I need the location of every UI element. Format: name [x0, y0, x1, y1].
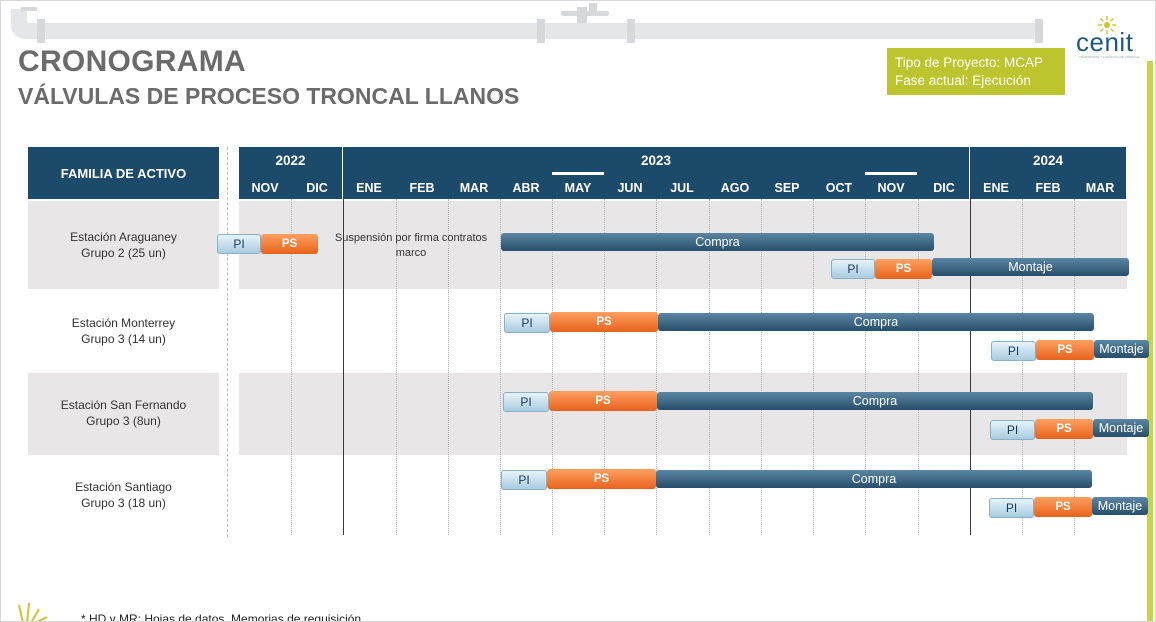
- compra-bar: Compra: [656, 470, 1092, 488]
- grid-line: [448, 199, 449, 535]
- year-2022: 2022: [275, 153, 306, 168]
- sun-icon: [1098, 16, 1116, 34]
- header-block-2024: [970, 147, 1126, 199]
- row-group: Grupo 3 (18 un): [81, 496, 166, 510]
- pi-bar: PI: [990, 420, 1035, 440]
- grid-line: [1074, 199, 1075, 535]
- compra-bar: Compra: [658, 313, 1094, 331]
- montaje-bar: Montaje: [1093, 419, 1149, 437]
- ps-bar: PS: [549, 391, 657, 411]
- month-sep-2023: SEP: [774, 181, 800, 195]
- row-group: Grupo 3 (8un): [86, 414, 161, 428]
- row-station: Estación Araguaney: [70, 230, 177, 244]
- pipe-decoration: [11, 3, 1043, 43]
- month-ene-2023: ENE: [356, 181, 382, 195]
- row-label-san-fernando: Estación San Fernando Grupo 3 (8un): [28, 397, 219, 429]
- pi-bar: PI: [217, 234, 261, 254]
- year-2024: 2024: [1032, 153, 1064, 168]
- montaje-bar: Montaje: [1092, 497, 1148, 515]
- month-ago-2023: AGO: [720, 181, 750, 195]
- ps-bar: PS: [1035, 419, 1093, 439]
- year-2023: 2023: [640, 153, 672, 168]
- accent-strip: [1147, 61, 1153, 621]
- footer-note: * HD y MR: Hojas de datos, Memorias de r…: [81, 612, 362, 622]
- ps-bar: PS: [1036, 340, 1094, 360]
- page-title: CRONOGRAMA: [18, 45, 246, 78]
- grid-line: [552, 199, 553, 535]
- month-feb-2024: FEB: [1035, 181, 1061, 195]
- row-station: Estación Santiago: [75, 480, 172, 494]
- montaje-bar: Montaje: [1094, 340, 1149, 358]
- project-type: Tipo de Proyecto: MCAP: [895, 55, 1044, 70]
- project-phase: Fase actual: Ejecución: [895, 73, 1031, 88]
- row-station: Estación Monterrey: [71, 316, 176, 330]
- grid-line: [500, 199, 501, 535]
- month-jun-2023: JUN: [617, 181, 643, 195]
- ps-bar: PS: [875, 259, 932, 279]
- compra-bar: Compra: [501, 233, 934, 251]
- grid-line: [761, 199, 762, 535]
- row-background: [28, 373, 1127, 455]
- grid-line: [865, 199, 866, 535]
- suspension-line: marco: [395, 247, 427, 259]
- company-logo: cenit: [1076, 27, 1134, 57]
- month-mar-2023: MAR: [459, 181, 489, 195]
- month-nov-2023: NOV: [877, 181, 905, 195]
- suspension-note: Suspensión por firma contratos marco: [331, 231, 491, 261]
- ps-bar: PS: [550, 312, 658, 332]
- pi-bar: PI: [991, 341, 1036, 361]
- suspension-line: Suspensión por firma contratos: [334, 232, 488, 244]
- pi-bar: PI: [503, 392, 549, 412]
- grid-line: [813, 199, 814, 535]
- current-month-marker: [552, 172, 604, 175]
- month-ene-2024: ENE: [983, 181, 1009, 195]
- timeline-gap: [219, 147, 239, 537]
- month-abr-2023: ABR: [512, 181, 540, 195]
- ps-bar: PS: [1034, 497, 1092, 517]
- header-block-2022: [239, 147, 342, 199]
- page-subtitle: VÁLVULAS DE PROCESO TRONCAL LLANOS: [18, 83, 520, 109]
- grid-line: [343, 199, 344, 535]
- month-dic-2022: DIC: [306, 181, 328, 195]
- row-label-araguaney: Estación Araguaney Grupo 2 (25 un): [28, 229, 219, 261]
- month-nov-2022: NOV: [251, 181, 279, 195]
- month-jul-2023: JUL: [670, 181, 694, 195]
- grid-line: [656, 199, 657, 535]
- compra-bar: Compra: [657, 392, 1093, 410]
- grid-line: [396, 199, 397, 535]
- ps-bar: PS: [261, 234, 318, 254]
- project-info-box: Tipo de Proyecto: MCAP Fase actual: Ejec…: [887, 48, 1065, 95]
- month-oct-2023: OCT: [825, 181, 853, 195]
- grid-line: [291, 199, 292, 535]
- logo-tagline: TRANSPORTE Y LOGÍSTICA DE HIDROCARBUROS: [1079, 55, 1139, 59]
- family-header: FAMILIA DE ACTIVO: [28, 147, 219, 199]
- row-group: Grupo 3 (14 un): [81, 332, 166, 346]
- grid-line: [709, 199, 710, 535]
- grid-line: [1022, 199, 1023, 535]
- grid-line: [604, 199, 605, 535]
- month-feb-2023: FEB: [409, 181, 435, 195]
- pi-bar: PI: [831, 259, 875, 279]
- month-may-2023: MAY: [564, 181, 592, 195]
- month-dic-2023: DIC: [933, 181, 955, 195]
- row-label-santiago: Estación Santiago Grupo 3 (18 un): [28, 479, 219, 511]
- pi-bar: PI: [989, 498, 1034, 518]
- pi-bar: PI: [501, 470, 547, 490]
- grid-line: [970, 199, 971, 535]
- row-label-monterrey: Estación Monterrey Grupo 3 (14 un): [28, 315, 219, 347]
- current-month-marker: [865, 172, 917, 175]
- row-group: Grupo 2 (25 un): [81, 246, 166, 260]
- header-block-2023: [343, 147, 969, 199]
- pi-bar: PI: [504, 313, 550, 333]
- montaje-bar: Montaje: [932, 258, 1129, 276]
- row-station: Estación San Fernando: [60, 398, 187, 412]
- grid-line: [918, 199, 919, 535]
- month-mar-2024: MAR: [1085, 181, 1115, 195]
- ps-bar: PS: [547, 469, 656, 489]
- sunburst-icon: [18, 602, 48, 621]
